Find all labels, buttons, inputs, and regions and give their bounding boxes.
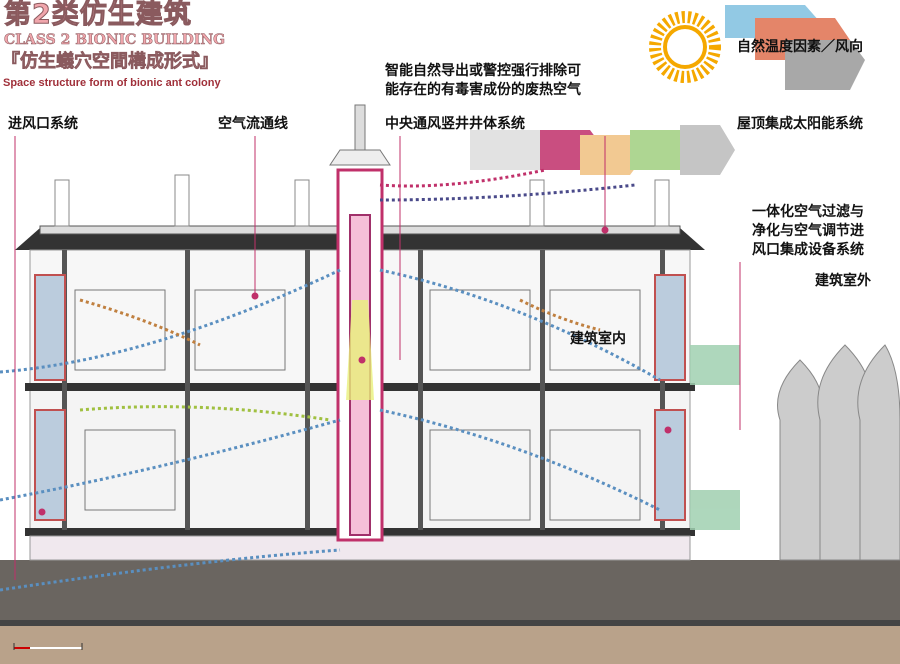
airflow-lines: [0, 168, 661, 592]
label-climate: 自然温度因素／风向: [737, 39, 863, 55]
foundation-stone: [0, 560, 900, 624]
outdoor-stupas: [777, 344, 900, 561]
label-shaft: 中央通风竖井井体系统: [385, 116, 525, 132]
label-solar: 屋顶集成太阳能系统: [737, 116, 863, 132]
label-intake: 进风口系统: [8, 116, 78, 132]
ground: [0, 624, 900, 664]
label-airflow: 空气流通线: [218, 116, 288, 132]
subtitle: 『仿生蟻穴空間構成形式』: [2, 51, 219, 73]
scale-bar: [13, 643, 83, 650]
central-ventilation-shaft: [329, 104, 391, 542]
roof-ornaments: [54, 174, 670, 227]
label-outdoor: 建筑室外: [815, 273, 871, 289]
subtitle-english: Space structure form of bionic ant colon…: [3, 77, 221, 89]
intake-vents: [34, 274, 686, 521]
label-exhaust: 智能自然导出或警控强行排除可 能存在的有毒害成份的废热空气: [385, 63, 581, 98]
title: 第2类仿生建筑: [4, 0, 192, 30]
sun-icon: [649, 11, 721, 83]
windows: [74, 289, 641, 521]
label-filter: 一体化空气过滤与 净化与空气调节进 风口集成设备系统: [752, 204, 864, 258]
wind-arrows: [470, 5, 865, 530]
label-indoor: 建筑室内: [570, 331, 626, 347]
title-english: CLASS 2 BIONIC BUILDING: [4, 32, 226, 49]
leader-lines: [14, 136, 741, 580]
